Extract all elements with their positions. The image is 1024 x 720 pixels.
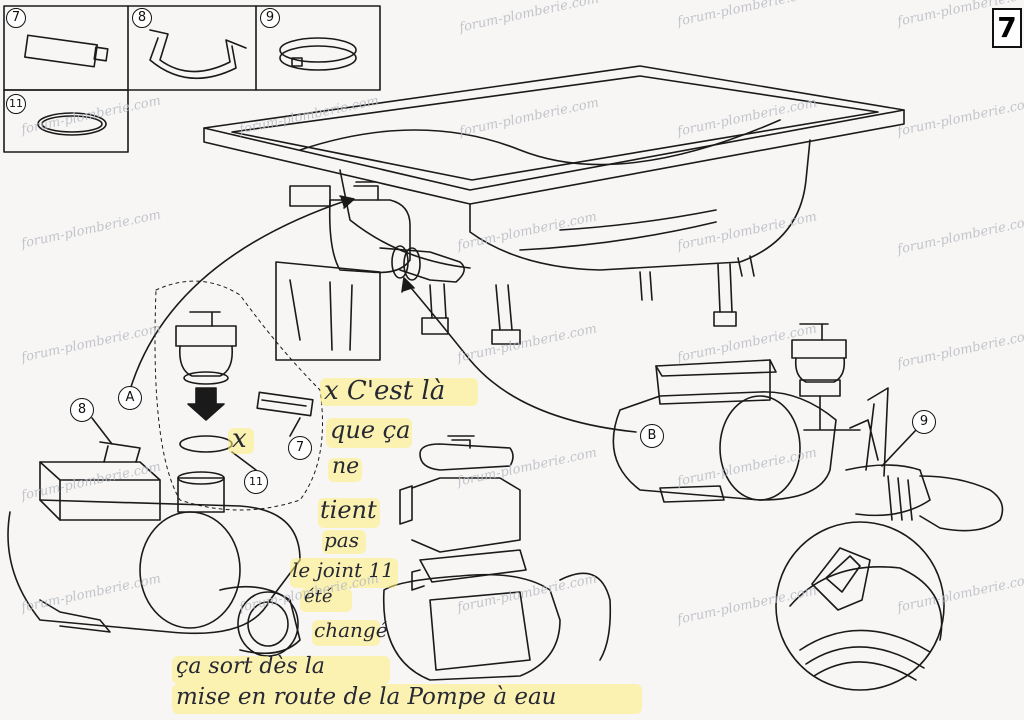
clamp-detail-circle: [775, 521, 945, 691]
part-11-seal-icon: [37, 112, 107, 136]
callout-part-9: 9: [912, 410, 936, 434]
legend-part-9-number: 9: [260, 8, 280, 28]
handwritten-line-1: x C'est là: [324, 376, 446, 406]
handwritten-line-5: pas: [324, 528, 359, 552]
left-pump-motor: [7, 441, 301, 657]
highlight-ete: [300, 588, 352, 612]
parts-legend-grid: [3, 5, 381, 153]
leader-b-arrow: [401, 277, 415, 293]
handwritten-x-mark: x: [232, 424, 247, 454]
insert-arrow: [187, 387, 225, 421]
right-pump: [612, 323, 1004, 532]
part-8-clip-icon: [149, 29, 247, 80]
part-9-clamp-icon: [279, 37, 357, 71]
callout-a: A: [118, 386, 142, 410]
page-number: 7: [992, 8, 1022, 48]
highlight-ne: [328, 458, 362, 482]
highlight-pas: [322, 530, 366, 554]
leader-b: [405, 281, 637, 433]
highlight-c-est: [320, 378, 478, 406]
left-seal-ring: [179, 435, 233, 453]
callout-part-11: 11: [244, 470, 268, 494]
handwritten-line-10: mise en route de la Pompe à eau: [176, 684, 557, 710]
handwritten-line-4: tient: [320, 496, 377, 524]
left-filter-cartridge: [256, 391, 314, 417]
handwritten-line-2: que ça: [330, 416, 411, 444]
legend-part-11-number: 11: [6, 94, 26, 114]
handwritten-line-3: ne: [332, 454, 360, 479]
highlight-x-mark: [228, 428, 254, 454]
handwritten-line-8: changé: [314, 618, 388, 642]
highlight-ca-sort: [172, 656, 390, 684]
zoom-valve: [382, 435, 612, 681]
highlight-tient: [318, 498, 380, 528]
leader-a: [129, 199, 349, 391]
highlight-change: [312, 620, 380, 646]
highlight-joint: [290, 558, 398, 588]
legend-part-7-number: 7: [6, 8, 26, 28]
detail-cutout-outline: [154, 280, 323, 511]
tub-pump: [275, 181, 465, 361]
part-7-filter-icon: [24, 34, 109, 68]
highlight-mise: [172, 684, 642, 714]
leader-a-arrow: [339, 195, 355, 209]
highlight-que: [326, 418, 412, 448]
handwritten-line-7: été: [304, 586, 333, 607]
legend-part-8-number: 8: [132, 8, 152, 28]
handwritten-line-9: ça sort dès la: [176, 654, 325, 679]
callout-part-8: 8: [70, 398, 94, 422]
left-valve: [175, 311, 237, 385]
handwritten-line-6: le joint 11: [292, 558, 394, 582]
callout-part-7: 7: [288, 436, 312, 460]
callout-b: B: [640, 424, 664, 448]
